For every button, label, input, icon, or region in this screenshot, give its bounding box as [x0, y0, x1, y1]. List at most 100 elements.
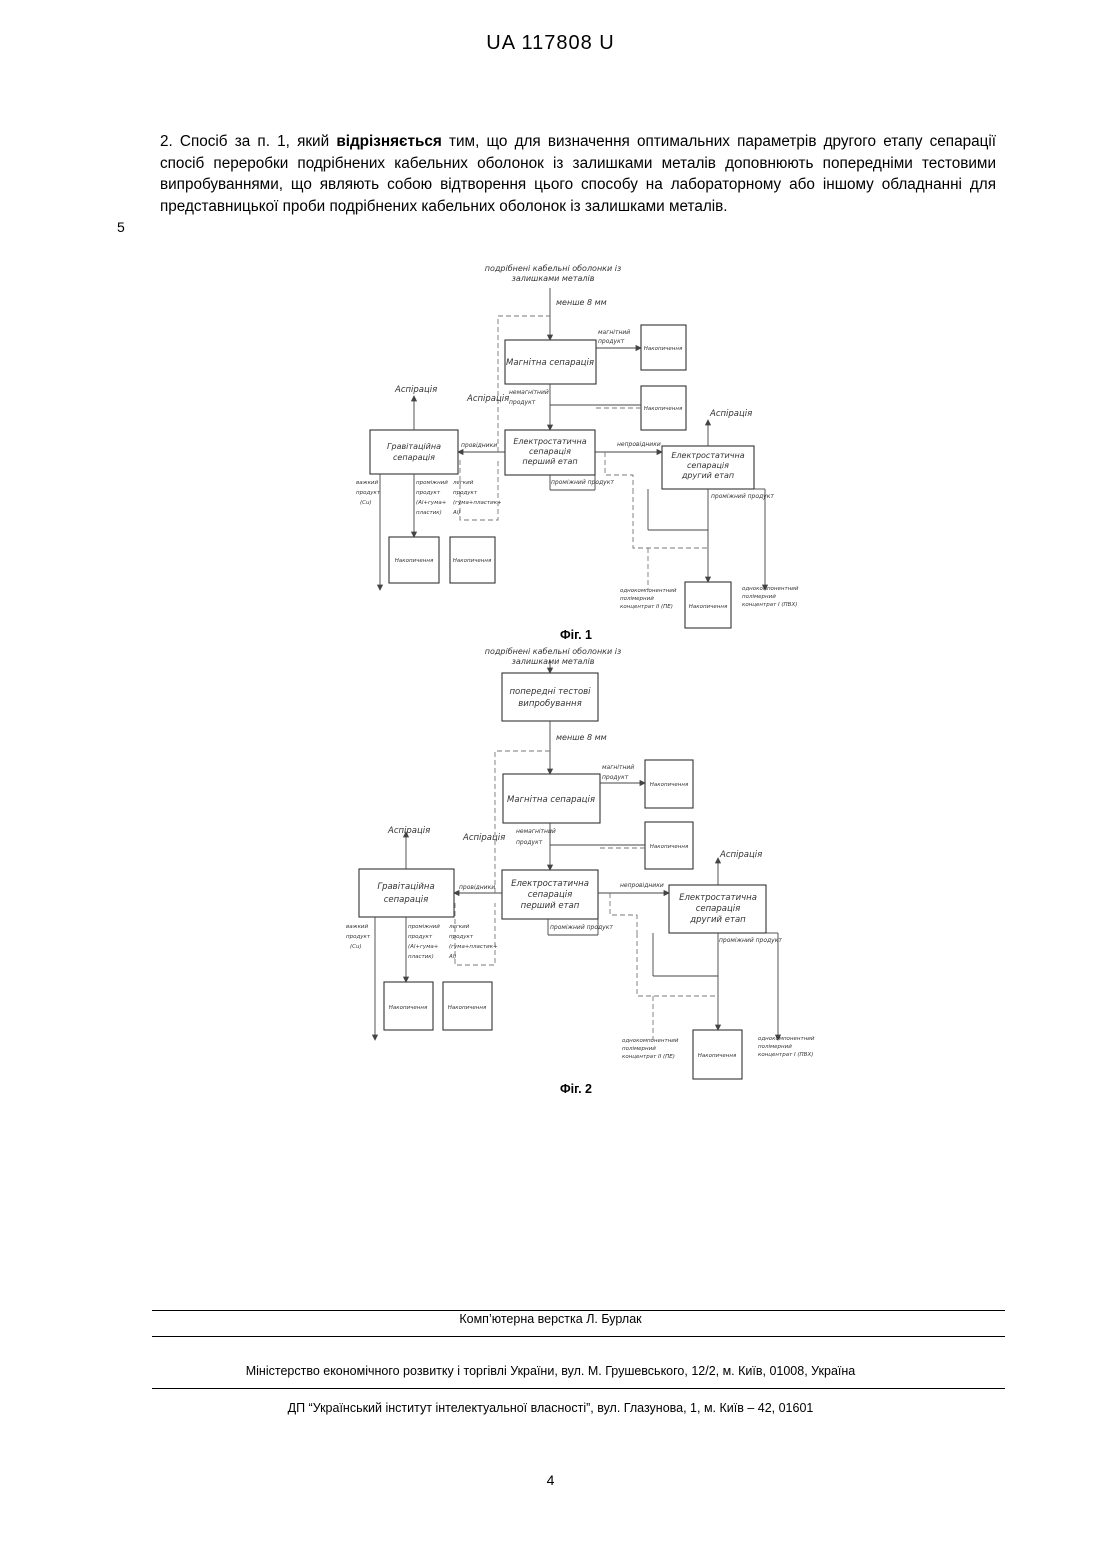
fig1-magnetic-label: Магнітна сепарація — [506, 358, 594, 368]
fig2-input-label-2: залишками металів — [512, 657, 595, 666]
fig1-size-label: менше 8 мм — [556, 298, 607, 307]
fig1-light-1: легкий — [452, 480, 474, 486]
fig1-magnetic-product-1: магнітний — [598, 329, 630, 336]
fig1-gravity-label-1: Гравітаційна — [387, 442, 441, 451]
fig2-storage-label-3: Накопичення — [389, 1005, 428, 1011]
fig1-electro2-label-1: Електростатична — [671, 451, 744, 460]
fig1-electro1-label-3: перший етап — [522, 457, 577, 466]
figure-2-diagram: подрібнені кабельні оболонки із залишкам… — [330, 645, 820, 1085]
fig2-gravity-label-2: сепарація — [384, 895, 429, 905]
fig2-electro2-label-2: сепарація — [696, 904, 741, 914]
claim-text-bold: відрізняється — [336, 133, 442, 150]
fig2-pvc-2: полімерний — [758, 1044, 792, 1050]
fig2-nonmagnetic-2: продукт — [516, 839, 543, 846]
fig2-pvc-3: концентрат I (ПВХ) — [758, 1052, 813, 1058]
fig2-electro2-label-1: Електростатична — [679, 893, 757, 903]
fig1-gravity-label-2: сепарація — [393, 453, 435, 462]
fig1-storage-label-3: Накопичення — [395, 558, 434, 564]
fig2-heavy-3: (Cu) — [350, 944, 362, 950]
fig1-mid-1: проміжний — [416, 480, 448, 486]
fig1-pe-2: полімерний — [620, 596, 654, 602]
fig1-heavy-2: продукт — [356, 490, 381, 496]
fig1-mid-3: (Al+гума+ — [416, 500, 447, 506]
fig2-pe-2: полімерний — [622, 1046, 656, 1052]
fig1-storage-label-2: Накопичення — [644, 406, 683, 412]
fig2-heavy-2: продукт — [346, 934, 371, 940]
fig2-nonconductors-label: непровідники — [620, 882, 664, 889]
fig1-mid-2: продукт — [416, 490, 441, 496]
fig1-aspiration-2: Аспірація — [466, 394, 509, 404]
footer-rule-1 — [152, 1310, 1005, 1311]
fig2-storage-label-2: Накопичення — [650, 844, 689, 850]
fig1-light-2: продукт — [453, 490, 478, 496]
fig1-electro1-label-2: сепарація — [529, 447, 571, 456]
line-number: 5 — [117, 219, 125, 235]
fig2-electro1-label-3: перший етап — [521, 901, 580, 911]
fig1-electro1-label-1: Електростатична — [513, 437, 586, 446]
figure-2-caption: Фіг. 2 — [560, 1082, 592, 1096]
fig2-mid-1: проміжний — [408, 924, 440, 930]
claim-paragraph: 2. Спосіб за п. 1, який відрізняється ти… — [160, 131, 996, 217]
fig1-storage-label-5: Накопичення — [689, 604, 728, 610]
fig1-aspiration-1: Аспірація — [394, 385, 437, 395]
fig1-nonconductors-label: непровідники — [617, 441, 661, 448]
fig2-magnetic-product-2: продукт — [602, 774, 629, 781]
fig1-light-4: Al) — [452, 510, 460, 516]
fig2-test-label-1: попередні тестові — [509, 687, 591, 697]
fig2-magnetic-product-1: магнітний — [602, 764, 634, 771]
fig1-electro2-label-3: другий етап — [681, 471, 734, 480]
fig1-electro2-label-2: сепарація — [687, 461, 729, 470]
fig1-heavy-1: важкий — [356, 480, 378, 486]
fig2-aspiration-1: Аспірація — [387, 826, 430, 836]
fig2-gravity-box — [359, 869, 454, 917]
fig2-conductors-label: провідники — [459, 884, 495, 891]
fig2-light-1: легкий — [448, 924, 470, 930]
fig1-nonmagnetic-2: продукт — [509, 399, 536, 406]
fig2-pvc-1: однокомпонентний — [758, 1036, 815, 1042]
layout-credit: Комп’ютерна верстка Л. Бурлак — [0, 1312, 1101, 1326]
fig2-electro1-label-2: сепарація — [528, 890, 573, 900]
page-number: 4 — [0, 1472, 1101, 1488]
fig1-mid-4: пластик) — [416, 510, 442, 516]
figure-1-diagram: подрібнені кабельні оболонки із залишкам… — [330, 260, 790, 630]
fig2-light-3: (гума+пластик+ — [449, 944, 498, 950]
fig2-test-label-2: випробування — [518, 699, 581, 709]
ministry-address: Міністерство економічного розвитку і тор… — [0, 1364, 1101, 1378]
fig1-input-label-2: залишками металів — [512, 274, 595, 283]
fig2-storage-label-4: Накопичення — [448, 1005, 487, 1011]
fig2-pe-1: однокомпонентний — [622, 1038, 679, 1044]
fig2-storage-label-5: Накопичення — [698, 1053, 737, 1059]
footer-rule-3 — [152, 1388, 1005, 1389]
institute-address: ДП “Український інститут інтелектуальної… — [0, 1401, 1101, 1415]
fig2-mid-4: пластик) — [408, 954, 434, 960]
fig1-light-3: (гума+пластик+ — [453, 500, 502, 506]
fig1-pe-1: однокомпонентний — [620, 588, 677, 594]
fig2-intermediate-1: проміжний продукт — [550, 924, 613, 931]
fig2-pe-3: концентрат II (ПЕ) — [622, 1054, 675, 1060]
fig1-aspiration-3: Аспірація — [709, 409, 752, 419]
fig2-electro1-label-1: Електростатична — [511, 879, 589, 889]
fig2-gravity-label-1: Гравітаційна — [377, 882, 434, 892]
fig1-intermediate-2: проміжний продукт — [711, 493, 774, 500]
fig2-test-box — [502, 673, 598, 721]
fig2-mid-3: (Al+гума+ — [408, 944, 439, 950]
fig1-gravity-box — [370, 430, 458, 474]
fig1-conductors-label: провідники — [461, 442, 497, 449]
patent-number-header: UA 117808 U — [0, 32, 1101, 55]
fig1-magnetic-product-2: продукт — [598, 338, 625, 345]
fig2-electro2-label-3: другий етап — [689, 915, 746, 925]
fig1-pe-3: концентрат II (ПЕ) — [620, 604, 673, 610]
fig1-intermediate-1: проміжний продукт — [551, 479, 614, 486]
fig1-storage-label-4: Накопичення — [453, 558, 492, 564]
fig1-heavy-3: (Cu) — [360, 500, 372, 506]
fig2-aspiration-3: Аспірація — [719, 850, 762, 860]
fig2-mid-2: продукт — [408, 934, 433, 940]
figure-1-caption: Фіг. 1 — [560, 628, 592, 642]
fig2-nonmagnetic-1: немагнітний — [516, 828, 556, 835]
fig1-pvc-2: полімерний — [742, 594, 776, 600]
fig2-storage-label-1: Накопичення — [650, 782, 689, 788]
fig2-magnetic-label: Магнітна сепарація — [507, 795, 595, 805]
fig2-heavy-1: важкий — [346, 924, 368, 930]
fig2-size-label: менше 8 мм — [556, 733, 607, 742]
fig2-light-2: продукт — [449, 934, 474, 940]
